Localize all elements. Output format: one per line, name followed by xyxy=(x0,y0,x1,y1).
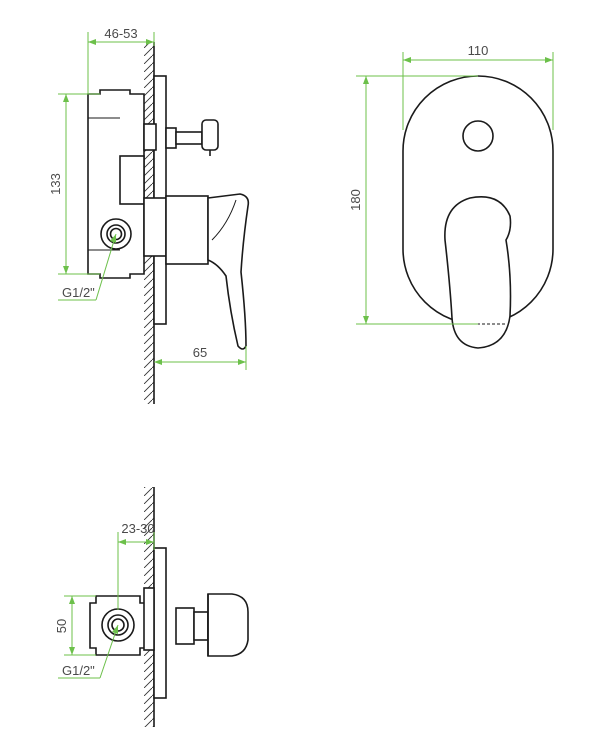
dim-side-height-label: 133 xyxy=(48,173,63,195)
dim-side-depth: 46-53 xyxy=(87,26,155,94)
bottom-connector xyxy=(143,587,155,651)
dim-side-height: 133 xyxy=(48,93,100,275)
leader-bottom-thread-label: G1/2" xyxy=(62,663,95,678)
leader-side-thread-label: G1/2" xyxy=(62,285,95,300)
side-view: 46-53 133 G1/2" 65 xyxy=(48,26,250,404)
leader-side-thread: G1/2" xyxy=(58,233,117,301)
leader-bottom-thread: G1/2" xyxy=(58,624,119,679)
dim-bottom-depth: 23-30 xyxy=(117,521,155,610)
dim-front-height: 180 xyxy=(348,75,478,325)
dim-side-depth-label: 46-53 xyxy=(104,26,137,41)
bottom-wall-plate xyxy=(153,547,167,699)
front-diverter-knob xyxy=(462,120,494,152)
dim-bottom-depth-label: 23-30 xyxy=(121,521,154,536)
dim-bottom-height: 50 xyxy=(54,595,96,656)
side-diverter-knob xyxy=(143,119,219,156)
dim-side-projection-label: 65 xyxy=(193,345,207,360)
dim-front-width-label: 110 xyxy=(468,43,489,58)
side-lever-handle xyxy=(143,193,250,350)
dim-side-projection: 65 xyxy=(154,345,247,370)
front-view: 110 180 xyxy=(348,43,554,349)
side-inner-block xyxy=(119,155,145,205)
bottom-view: 23-30 50 G1/2" xyxy=(54,487,249,727)
dim-front-width: 110 xyxy=(402,43,554,130)
dim-front-height-label: 180 xyxy=(348,189,363,211)
front-lever-handle xyxy=(444,196,512,349)
dim-bottom-height-label: 50 xyxy=(54,619,69,633)
bottom-handle-assembly xyxy=(175,593,249,657)
